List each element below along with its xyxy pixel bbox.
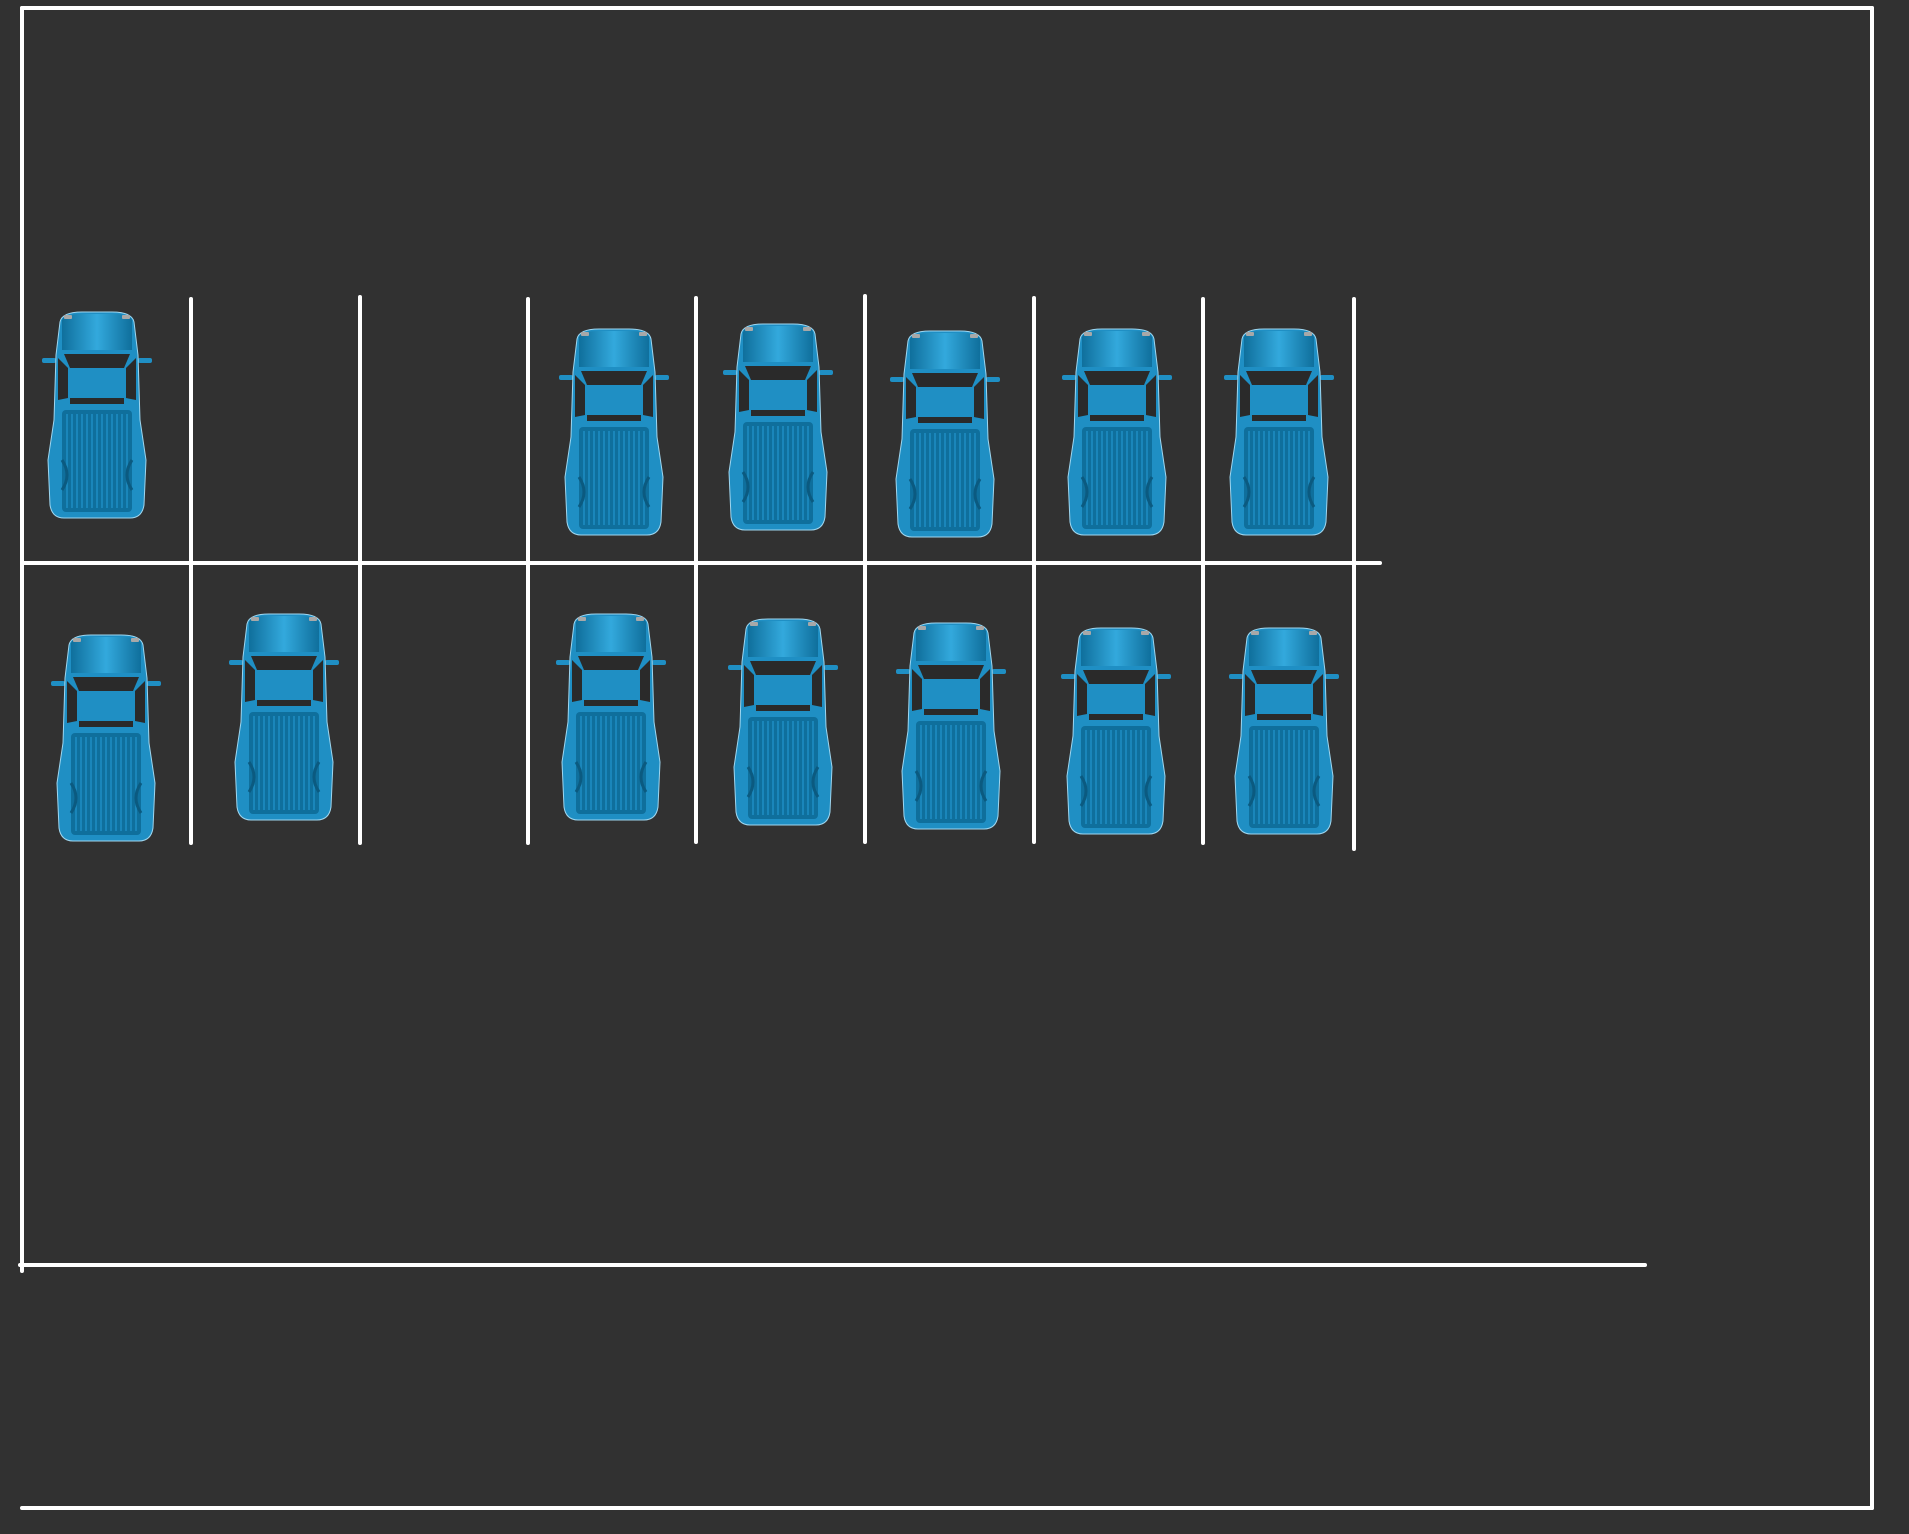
stall-divider (863, 294, 867, 844)
lane-line (18, 1263, 1647, 1267)
stall-divider (189, 297, 193, 845)
lot-boundary-left (20, 6, 24, 1273)
stall-divider (1201, 297, 1205, 845)
stall-divider (1352, 297, 1356, 851)
pickup-truck-icon (42, 310, 152, 520)
pickup-truck-icon (51, 633, 161, 843)
pickup-truck-icon (1224, 327, 1334, 537)
stall-divider (1032, 296, 1036, 844)
lot-boundary-bottom (20, 1506, 1874, 1510)
lot-boundary-top (20, 6, 1874, 10)
pickup-truck-icon (1062, 327, 1172, 537)
stall-divider (526, 297, 530, 845)
pickup-truck-icon (1229, 626, 1339, 836)
pickup-truck-icon (896, 621, 1006, 831)
lot-boundary-right (1870, 6, 1874, 1510)
pickup-truck-icon (728, 617, 838, 827)
stall-divider (694, 296, 698, 844)
row-divider (22, 561, 1382, 565)
pickup-truck-icon (890, 329, 1000, 539)
pickup-truck-icon (1061, 626, 1171, 836)
pickup-truck-icon (556, 612, 666, 822)
stall-divider (358, 295, 362, 845)
pickup-truck-icon (723, 322, 833, 532)
pickup-truck-icon (559, 327, 669, 537)
pickup-truck-icon (229, 612, 339, 822)
